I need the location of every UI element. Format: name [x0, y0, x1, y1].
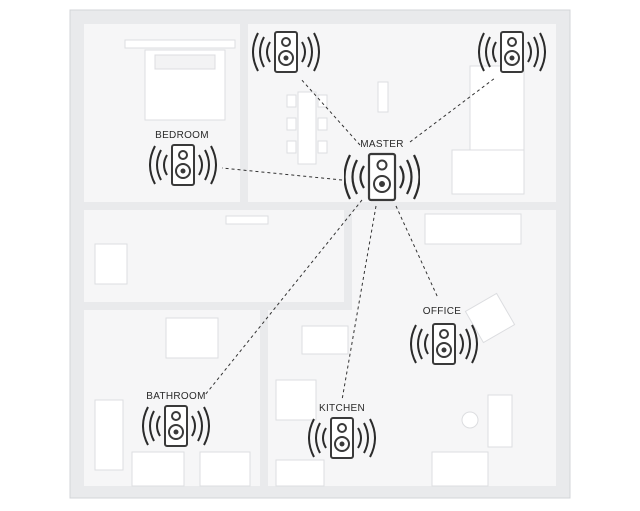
- sound-wave-icon: [344, 154, 420, 200]
- room-label-bathroom: BATHROOM: [146, 391, 206, 402]
- bed-headboard: [124, 39, 236, 49]
- sound-wave-icon: [478, 32, 546, 72]
- room-label-master: MASTER: [360, 139, 404, 150]
- speaker-icon: [478, 31, 546, 73]
- dining-table: [297, 91, 317, 165]
- room-label-bedroom: BEDROOM: [155, 130, 209, 141]
- speaker-icon: [149, 144, 217, 186]
- sofa-chaise: [451, 149, 525, 195]
- link-master-to-left-speaker: [299, 77, 361, 146]
- office-stool: [461, 411, 479, 429]
- dining-chair: [286, 140, 297, 154]
- link-master-to-office: [395, 205, 439, 299]
- sideboard: [377, 81, 389, 113]
- office-desk: [424, 213, 522, 245]
- sound-wave-icon: [308, 418, 376, 458]
- wall-vent: [225, 215, 269, 225]
- kitchen-island: [275, 379, 317, 421]
- speaker-icon: [252, 31, 320, 73]
- bath-mat: [131, 451, 185, 487]
- room-label-office: OFFICE: [422, 306, 462, 317]
- sound-wave-icon: [252, 32, 320, 72]
- bath-vanity: [94, 399, 124, 471]
- dining-chair: [317, 117, 328, 131]
- armchair: [464, 292, 516, 344]
- link-master-to-bedroom: [221, 167, 343, 181]
- room-label-kitchen: KITCHEN: [319, 403, 365, 414]
- dining-chair: [317, 140, 328, 154]
- bath-mat: [199, 451, 251, 487]
- speaker-icon: [308, 417, 376, 459]
- kitchen-mat: [275, 459, 325, 487]
- shower: [165, 317, 219, 359]
- speaker-icon: [410, 323, 478, 365]
- link-master-to-kitchen: [341, 205, 377, 401]
- office-table: [487, 394, 513, 448]
- hall-cabinet: [94, 243, 128, 285]
- dining-chair: [286, 94, 297, 108]
- speaker-icon: [142, 405, 210, 447]
- sound-wave-icon: [142, 406, 210, 446]
- sound-wave-icon: [149, 145, 217, 185]
- dining-chair: [286, 117, 297, 131]
- sound-wave-icon: [410, 324, 478, 364]
- kitchen-counter: [301, 325, 349, 355]
- speaker-icon: [344, 152, 420, 202]
- bed-pillow: [154, 54, 216, 70]
- dining-chair: [317, 94, 328, 108]
- office-rug: [431, 451, 489, 487]
